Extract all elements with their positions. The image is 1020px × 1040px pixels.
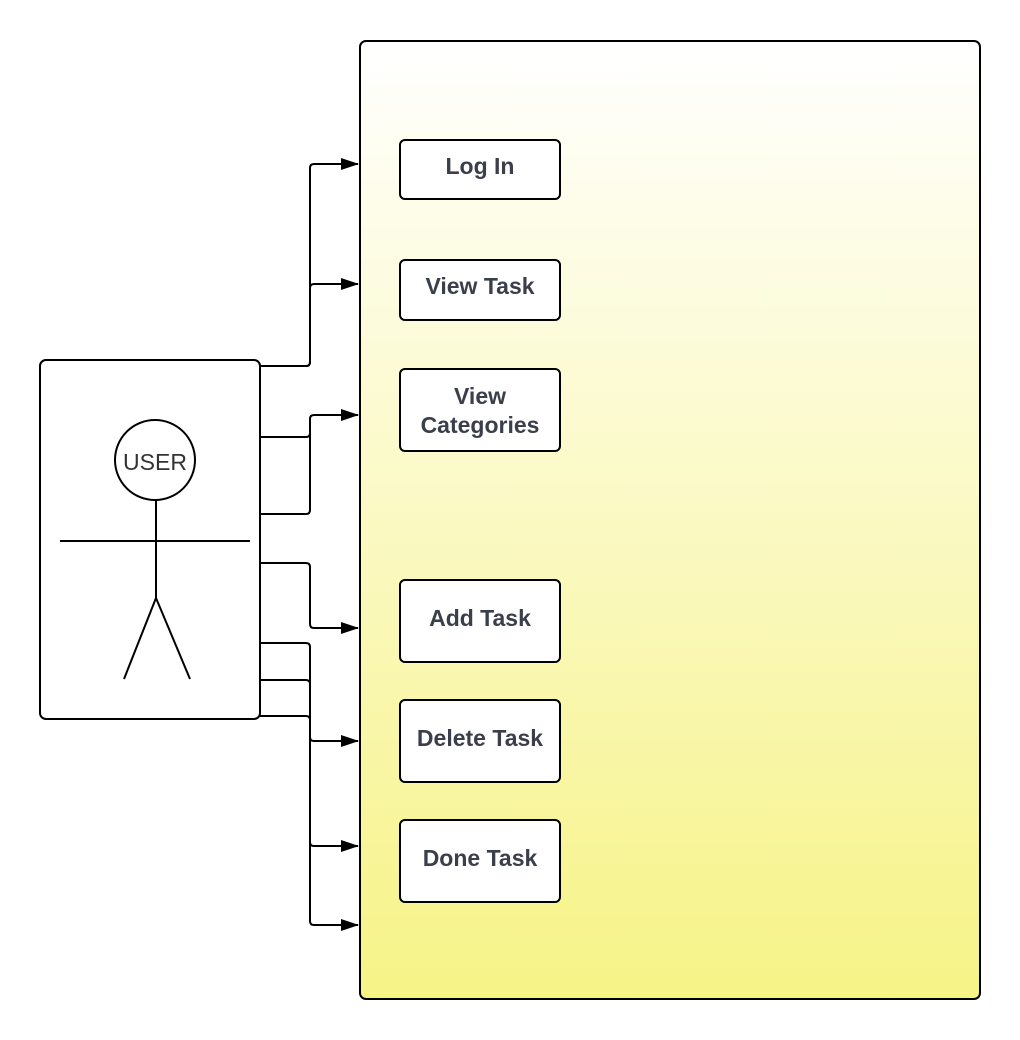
use-case-label: View Task bbox=[425, 273, 534, 299]
connector-view-task bbox=[260, 278, 359, 367]
use-case-view-task[interactable]: View Task bbox=[399, 259, 561, 321]
use-case-label: Add Task bbox=[429, 605, 531, 631]
use-case-delete-task[interactable]: Delete Task bbox=[399, 699, 561, 783]
use-case-done-task[interactable]: Done Task bbox=[399, 819, 561, 903]
connectors bbox=[260, 158, 359, 931]
actor-left-leg bbox=[123, 597, 157, 680]
use-case-add-task[interactable]: Add Task bbox=[399, 579, 561, 663]
use-case-label: Delete Task bbox=[417, 725, 543, 751]
use-case-label: Log In bbox=[446, 153, 515, 179]
use-case-log-in[interactable]: Log In bbox=[399, 139, 561, 200]
connector-view-categories-2 bbox=[260, 419, 311, 515]
actor-name: USER bbox=[123, 449, 187, 475]
connector-system-bottom bbox=[260, 715, 359, 931]
use-case-label: View bbox=[454, 383, 506, 409]
actor-box bbox=[39, 359, 261, 720]
actor-right-leg bbox=[155, 597, 191, 680]
use-case-label: Done Task bbox=[423, 845, 538, 871]
connector-add-task bbox=[260, 562, 359, 634]
use-case-view-categories[interactable]: View Categories bbox=[399, 368, 561, 452]
actor: USER bbox=[39, 359, 261, 720]
use-case-label: Categories bbox=[421, 412, 540, 438]
